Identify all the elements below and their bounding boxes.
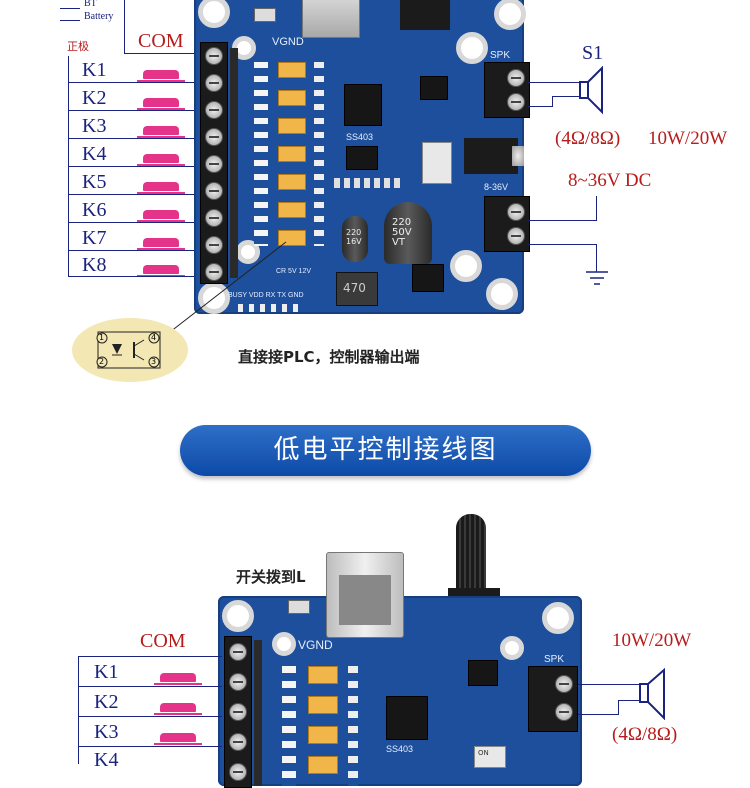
key-button-k2 bbox=[154, 703, 202, 715]
com-label: COM bbox=[140, 630, 186, 652]
legend-battery: Battery bbox=[84, 11, 114, 22]
capacitor-icon: 220 50V VT bbox=[384, 202, 432, 264]
ground-icon bbox=[586, 271, 608, 285]
terminal-block-speaker bbox=[484, 62, 530, 118]
key-label-k3: K3 bbox=[94, 721, 119, 743]
optocoupler-chip bbox=[308, 696, 338, 714]
key-label-k2: K2 bbox=[94, 691, 119, 713]
optocoupler-chip bbox=[278, 146, 306, 162]
pcb-board-top: VGND SS403 SPK 8-36V bbox=[194, 0, 530, 314]
key-label-k2: K2 bbox=[82, 87, 107, 109]
power-label: 10W/20W bbox=[612, 630, 692, 651]
optocoupler-chip bbox=[278, 202, 306, 218]
terminal-block-power bbox=[484, 196, 530, 252]
key-label-k8: K8 bbox=[82, 254, 107, 276]
key-label-k5: K5 bbox=[82, 171, 107, 193]
key-button-k7 bbox=[137, 238, 185, 250]
switch-note: 开关拨到L bbox=[236, 568, 306, 586]
ic-chip bbox=[344, 84, 382, 126]
voltage-label: 8~36V DC bbox=[568, 170, 652, 191]
usb-port-icon bbox=[302, 0, 360, 38]
plc-note: 直接接PLC，控制器输出端 bbox=[238, 348, 420, 366]
optocoupler-diagram: 1 2 3 4 bbox=[72, 318, 188, 382]
impedance-label: (4Ω/8Ω) bbox=[612, 724, 678, 745]
optocoupler-chip bbox=[278, 118, 306, 134]
banner-title: 低电平控制接线图 bbox=[273, 435, 498, 465]
key-button-k2 bbox=[137, 98, 185, 110]
terminal-block-speaker bbox=[528, 666, 578, 732]
key-button-k1 bbox=[154, 673, 202, 685]
section-banner: 低电平控制接线图 bbox=[180, 425, 591, 476]
legend-positive: 正极 bbox=[67, 40, 89, 53]
terminal-block-keys bbox=[200, 42, 228, 284]
key-button-k6 bbox=[137, 210, 185, 222]
optocoupler-icon bbox=[96, 331, 161, 369]
usb-port-icon bbox=[326, 552, 404, 638]
optocoupler-chip bbox=[278, 62, 306, 78]
key-label-k7: K7 bbox=[82, 227, 107, 249]
pcb-label-spk: SPK bbox=[544, 654, 565, 665]
legend-bt: BT bbox=[84, 0, 97, 9]
pcb-label-pins2: CR 5V 12V bbox=[276, 268, 312, 275]
optocoupler-chip bbox=[308, 726, 338, 744]
speaker-label: S1 bbox=[582, 42, 604, 64]
pcb-board-bottom: VGND SS403 ON SPK bbox=[218, 596, 582, 788]
volume-knob-icon bbox=[456, 514, 486, 594]
key-button-k3 bbox=[154, 733, 202, 745]
inductor-icon: 470 bbox=[336, 272, 378, 306]
dip-switch-icon bbox=[422, 142, 452, 184]
capacitor-small-icon: 220 16V bbox=[342, 216, 368, 262]
audio-jack-icon bbox=[464, 138, 518, 174]
impedance-label: (4Ω/8Ω) bbox=[555, 128, 621, 149]
pcb-label-chip: SS403 bbox=[346, 132, 374, 142]
optocoupler-chip bbox=[278, 90, 306, 106]
optocoupler-chip bbox=[308, 756, 338, 774]
key-button-k3 bbox=[137, 126, 185, 138]
com-label: COM bbox=[138, 30, 184, 52]
key-button-k4 bbox=[137, 154, 185, 166]
key-label-k1: K1 bbox=[82, 59, 107, 81]
pcb-label-vgnd: VGND bbox=[272, 36, 304, 48]
power-label: 10W/20W bbox=[648, 128, 728, 149]
dip-switch-icon: ON bbox=[474, 746, 506, 768]
pcb-label-chip: SS403 bbox=[386, 744, 414, 754]
pcb-label-vgnd: VGND bbox=[298, 638, 333, 652]
key-button-k1 bbox=[137, 70, 185, 82]
key-label-k1: K1 bbox=[94, 661, 119, 683]
switch-icon bbox=[254, 8, 276, 22]
pcb-label-pins: BUSY VDD RX TX GND bbox=[228, 292, 304, 299]
key-label-k4: K4 bbox=[94, 749, 119, 771]
switch-icon bbox=[288, 600, 310, 614]
terminal-block-keys bbox=[224, 636, 252, 788]
key-button-k5 bbox=[137, 182, 185, 194]
optocoupler-chip bbox=[308, 666, 338, 684]
ic-chip bbox=[386, 696, 428, 740]
speaker-icon bbox=[639, 668, 665, 720]
optocoupler-chip bbox=[278, 174, 306, 190]
key-label-k4: K4 bbox=[82, 143, 107, 165]
key-label-k3: K3 bbox=[82, 115, 107, 137]
pcb-label-spk: SPK bbox=[490, 50, 511, 61]
speaker-icon bbox=[579, 66, 603, 115]
pcb-label-range: 8-36V bbox=[484, 182, 509, 192]
optocoupler-chip bbox=[278, 230, 306, 246]
key-label-k6: K6 bbox=[82, 199, 107, 221]
